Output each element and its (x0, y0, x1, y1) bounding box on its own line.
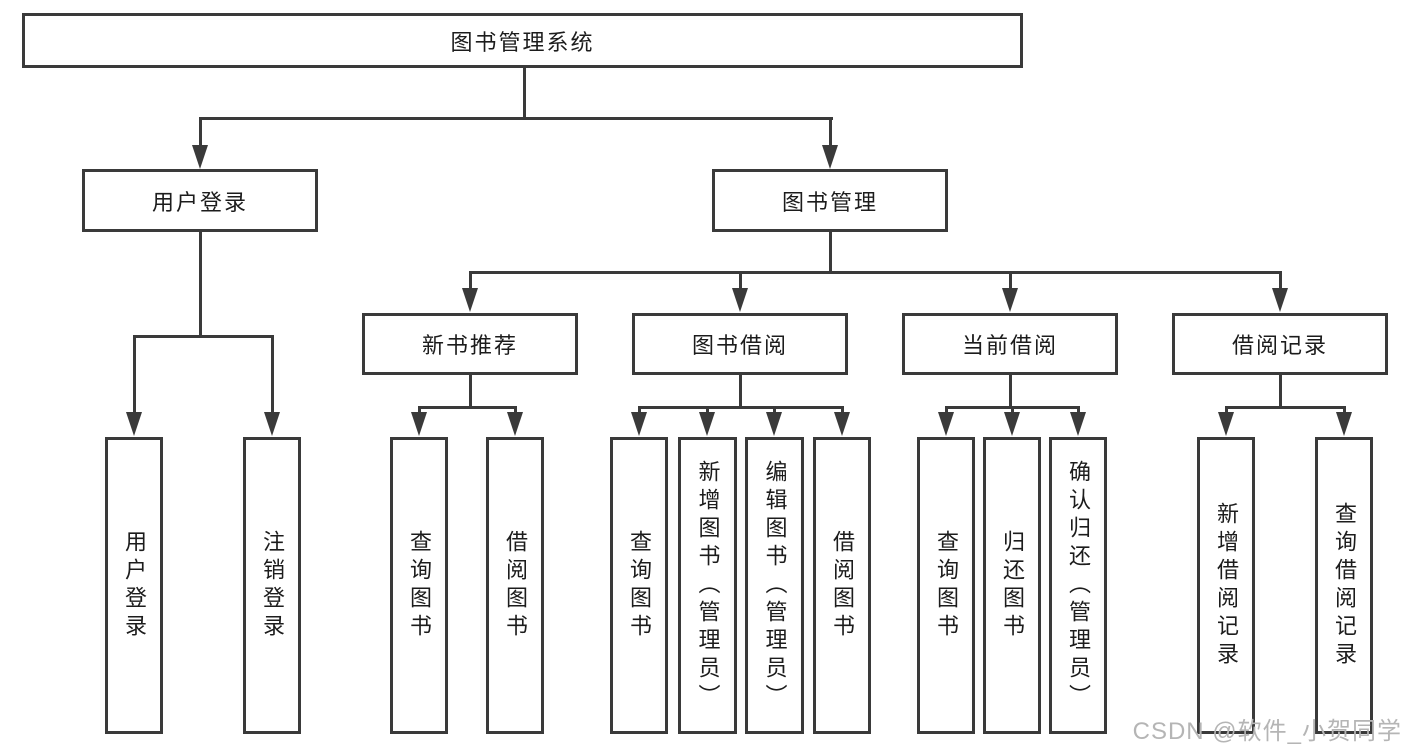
arrow-down-icon (766, 412, 782, 436)
connector-line (133, 335, 136, 413)
node-borrowing-records: 借阅记录 (1172, 313, 1388, 375)
connector-line (199, 232, 202, 336)
leaf-confirm-return-admin: 确认归还（管理员） (1049, 437, 1107, 734)
connector-line (469, 271, 1282, 274)
connector-line (841, 406, 844, 415)
arrow-down-icon (264, 412, 280, 436)
leaf-borrow-books: 借阅图书 (813, 437, 871, 734)
connector-line (469, 271, 472, 290)
connector-line (418, 406, 421, 415)
leaf-query-borrow-record: 查询借阅记录 (1315, 437, 1373, 734)
connector-line (829, 117, 832, 147)
connector-line (1343, 406, 1346, 415)
arrow-down-icon (126, 412, 142, 436)
connector-line (1009, 271, 1012, 290)
arrow-down-icon (507, 412, 523, 436)
node-new-book-recommend: 新书推荐 (362, 313, 578, 375)
connector-line (1279, 375, 1282, 408)
connector-line (271, 335, 274, 413)
connector-line (1225, 406, 1346, 409)
connector-line (638, 406, 844, 409)
leaf-query-books-current: 查询图书 (917, 437, 975, 734)
arrow-down-icon (732, 288, 748, 312)
leaf-query-books-borrowing: 查询图书 (610, 437, 668, 734)
arrow-down-icon (1004, 412, 1020, 436)
csdn-watermark: CSDN @软件_小贺同学 (1132, 718, 1402, 745)
connector-line (945, 406, 948, 415)
arrow-down-icon (631, 412, 647, 436)
arrow-down-icon (411, 412, 427, 436)
connector-line (1225, 406, 1228, 415)
node-library-system: 图书管理系统 (22, 13, 1023, 68)
leaf-query-books-recommend: 查询图书 (390, 437, 448, 734)
leaf-return-books: 归还图书 (983, 437, 1041, 734)
arrow-down-icon (1218, 412, 1234, 436)
connector-line (523, 68, 526, 118)
connector-line (1077, 406, 1080, 415)
arrow-down-icon (1070, 412, 1086, 436)
arrow-down-icon (1002, 288, 1018, 312)
leaf-logout: 注销登录 (243, 437, 301, 734)
node-book-management: 图书管理 (712, 169, 948, 232)
connector-line (469, 375, 472, 408)
node-current-borrowing: 当前借阅 (902, 313, 1118, 375)
leaf-borrow-books-recommend: 借阅图书 (486, 437, 544, 734)
connector-line (739, 375, 742, 408)
arrow-down-icon (834, 412, 850, 436)
arrow-down-icon (192, 145, 208, 169)
leaf-edit-books-admin: 编辑图书（管理员） (745, 437, 804, 734)
connector-line (773, 406, 776, 415)
connector-line (418, 406, 517, 409)
leaf-add-borrow-record: 新增借阅记录 (1197, 437, 1255, 734)
connector-line (829, 232, 832, 273)
connector-line (514, 406, 517, 415)
arrow-down-icon (462, 288, 478, 312)
connector-line (1009, 375, 1012, 408)
leaf-add-books-admin: 新增图书（管理员） (678, 437, 737, 734)
connector-line (706, 406, 709, 415)
connector-line (199, 117, 833, 120)
leaf-user-login: 用户登录 (105, 437, 163, 734)
connector-line (638, 406, 641, 415)
arrow-down-icon (1272, 288, 1288, 312)
arrow-down-icon (699, 412, 715, 436)
arrow-down-icon (938, 412, 954, 436)
node-book-borrowing: 图书借阅 (632, 313, 848, 375)
arrow-down-icon (822, 145, 838, 169)
connector-line (1011, 406, 1014, 415)
connector-line (739, 271, 742, 290)
arrow-down-icon (1336, 412, 1352, 436)
connector-line (133, 335, 274, 338)
node-user-login: 用户登录 (82, 169, 318, 232)
connector-line (1279, 271, 1282, 290)
connector-line (199, 117, 202, 147)
